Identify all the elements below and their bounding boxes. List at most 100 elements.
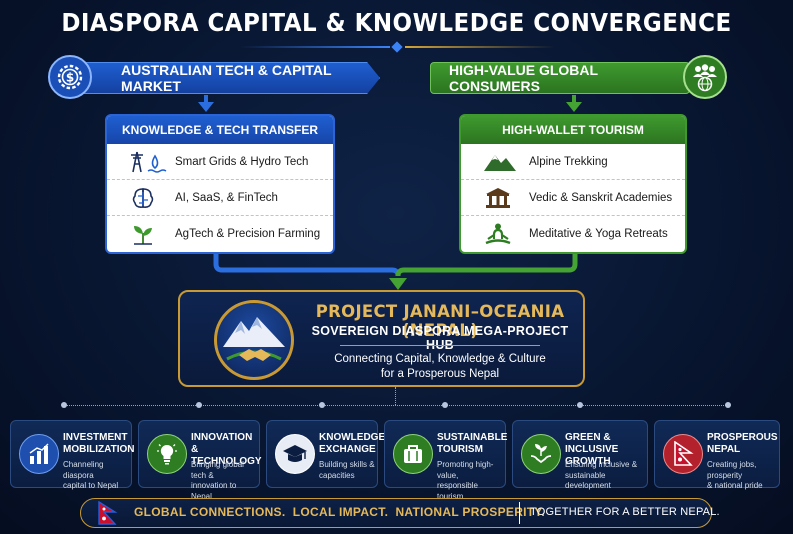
list-item: AgTech & Precision Farming	[107, 216, 333, 252]
list-item-label: Alpine Trekking	[529, 155, 608, 168]
distribution-node	[577, 402, 583, 408]
outcome-title: SUSTAINABLE TOURISM	[437, 432, 507, 456]
list-item: Alpine Trekking	[461, 144, 685, 180]
outcome-title: GREEN & INCLUSIVE GROWTH	[565, 432, 647, 468]
list-item: AI, SaaS, & FinTech	[107, 180, 333, 216]
outcome-text-line: capital to Nepal	[63, 481, 119, 490]
power-tower-water-icon	[129, 149, 175, 175]
outcome-title: INNOVATION & TECHNOLOGY	[191, 432, 262, 468]
dollar-gear-icon: $	[48, 55, 92, 99]
outcome-text: Bringing global tech & innovation to Nep…	[191, 460, 259, 502]
right-arrow-shaft	[572, 95, 576, 103]
list-item-label: Vedic & Sanskrit Academies	[529, 191, 673, 204]
footer-tagline: TOGETHER FOR A BETTER NEPAL.	[530, 506, 720, 518]
outcome-text: Creating jobs, prosperity & national pri…	[707, 460, 779, 492]
svg-text:$: $	[66, 71, 74, 85]
high-wallet-tourism-heading: HIGH-WALLET TOURISM	[461, 116, 685, 144]
left-source-label: AUSTRALIAN TECH & CAPITAL MARKET	[121, 62, 332, 94]
distribution-stem	[395, 387, 396, 405]
list-item: Vedic & Sanskrit Academies	[461, 180, 685, 216]
list-item: Smart Grids & Hydro Tech	[107, 144, 333, 180]
title-diamond-ornament	[391, 41, 403, 53]
list-item-label: AI, SaaS, & FinTech	[175, 191, 278, 204]
knowledge-transfer-heading: KNOWLEDGE & TECH TRANSFER	[107, 116, 333, 144]
outcome-text: Promoting high-value, responsible touris…	[437, 460, 505, 502]
left-arrow-head	[198, 102, 214, 112]
outcome-title-line: TECHNOLOGY	[191, 456, 262, 467]
mountain-icon	[483, 149, 529, 175]
outcome-title: INVESTMENT MOBILIZATION	[63, 432, 134, 456]
outcome-text: Channeling diaspora capital to Nepal	[63, 460, 131, 492]
hub-subtitle: SOVEREIGN DIASPORA MEGA-PROJECT HUB	[311, 324, 569, 352]
outcome-text-line: Promoting high-value,	[437, 460, 494, 480]
outcome-text-line: Bringing global tech &	[191, 460, 244, 480]
hub-divider	[340, 345, 540, 346]
title-rule-left	[240, 46, 390, 48]
outcome-text-line: Building skills &	[319, 460, 375, 469]
outcome-title: PROSPEROUS NEPAL	[707, 432, 778, 456]
suitcase-icon	[393, 434, 433, 474]
outcome-title-line: EXCHANGE	[319, 444, 376, 455]
temple-icon	[483, 185, 529, 211]
outcome-card-innovation: INNOVATION & TECHNOLOGY Bringing global …	[138, 420, 262, 501]
outcome-title-line: INVESTMENT	[63, 432, 128, 443]
outcome-text-line: & national pride	[707, 481, 763, 490]
outcome-title-line: INNOVATION &	[191, 432, 253, 455]
right-source-banner: HIGH-VALUE GLOBAL CONSUMERS	[430, 62, 690, 94]
outcome-title: KNOWLEDGE EXCHANGE	[319, 432, 385, 456]
outcome-card-investment: INVESTMENT MOBILIZATION Channeling diasp…	[10, 420, 134, 490]
nepal-flag-icon	[663, 434, 703, 474]
list-item-label: Meditative & Yoga Retreats	[529, 228, 668, 240]
outcome-text-line: Ensuring inclusive &	[565, 460, 638, 469]
list-item-label: Smart Grids & Hydro Tech	[175, 155, 309, 168]
mountain-handshake-emblem-icon	[214, 300, 294, 380]
hub-description: Connecting Capital, Knowledge & Culture …	[315, 352, 565, 382]
outcome-title-line: SUSTAINABLE	[437, 432, 508, 443]
hub-title: PROJECT JANANI–OCEANIA (NEPAL)	[315, 302, 565, 340]
meditation-icon	[483, 221, 529, 247]
people-globe-icon	[683, 55, 727, 99]
outcome-title-line: KNOWLEDGE	[319, 432, 386, 443]
distribution-node	[442, 402, 448, 408]
right-source-label: HIGH-VALUE GLOBAL CONSUMERS	[449, 62, 598, 94]
graduation-cap-icon	[275, 434, 315, 474]
footer-slogan: GLOBAL CONNECTIONS. LOCAL IMPACT. NATION…	[134, 505, 546, 519]
title-rule-right	[405, 46, 555, 48]
convergence-connectors	[213, 254, 578, 290]
outcome-text: Building skills & capacities	[319, 460, 375, 481]
knowledge-transfer-panel: KNOWLEDGE & TECH TRANSFER Smart Grids & …	[105, 114, 335, 254]
hub-description-line: Connecting Capital, Knowledge & Culture	[334, 353, 546, 365]
outcome-text-line: Channeling diaspora	[63, 460, 104, 480]
brain-circuit-icon	[129, 185, 175, 211]
footer-banner	[80, 498, 712, 528]
right-arrow-head	[566, 102, 582, 112]
hands-leaf-icon	[521, 434, 561, 474]
high-wallet-tourism-panel: HIGH-WALLET TOURISM Alpine Trekking Vedi…	[459, 114, 687, 254]
outcome-text-line: sustainable development	[565, 470, 611, 491]
outcome-title-line: TOURISM	[437, 444, 483, 455]
outcome-text-line: innovation to Nepal	[191, 481, 237, 501]
outcome-card-prosperous-nepal: PROSPEROUS NEPAL Creating jobs, prosperi…	[654, 420, 780, 490]
distribution-node	[61, 402, 67, 408]
outcome-text-line: responsible tourism	[437, 481, 478, 501]
outcome-title-line: GREEN & INCLUSIVE	[565, 432, 619, 455]
hub-description-line: for a Prosperous Nepal	[380, 368, 500, 380]
outcome-text-line: Creating jobs, prosperity	[707, 460, 757, 480]
outcome-card-knowledge: KNOWLEDGE EXCHANGE Building skills & cap…	[266, 420, 385, 488]
distribution-node	[319, 402, 325, 408]
distribution-node	[725, 402, 731, 408]
outcome-title-line: PROSPEROUS	[707, 432, 778, 443]
bar-chart-icon	[19, 434, 59, 474]
nepal-flag-icon	[96, 500, 118, 525]
outcome-card-tourism: SUSTAINABLE TOURISM Promoting high-value…	[384, 420, 507, 501]
left-arrow-shaft	[204, 95, 208, 103]
seedling-icon	[129, 221, 175, 247]
lightbulb-icon	[147, 434, 187, 474]
outcome-title-line: NEPAL	[707, 444, 741, 455]
outcome-text: Ensuring inclusive & sustainable develop…	[565, 460, 647, 492]
distribution-line	[64, 405, 728, 406]
outcome-card-green-growth: GREEN & INCLUSIVE GROWTH Ensuring inclus…	[512, 420, 648, 490]
footer-divider	[519, 502, 520, 524]
outcome-title-line: MOBILIZATION	[63, 444, 135, 455]
left-source-banner: AUSTRALIAN TECH & CAPITAL MARKET	[58, 62, 380, 94]
